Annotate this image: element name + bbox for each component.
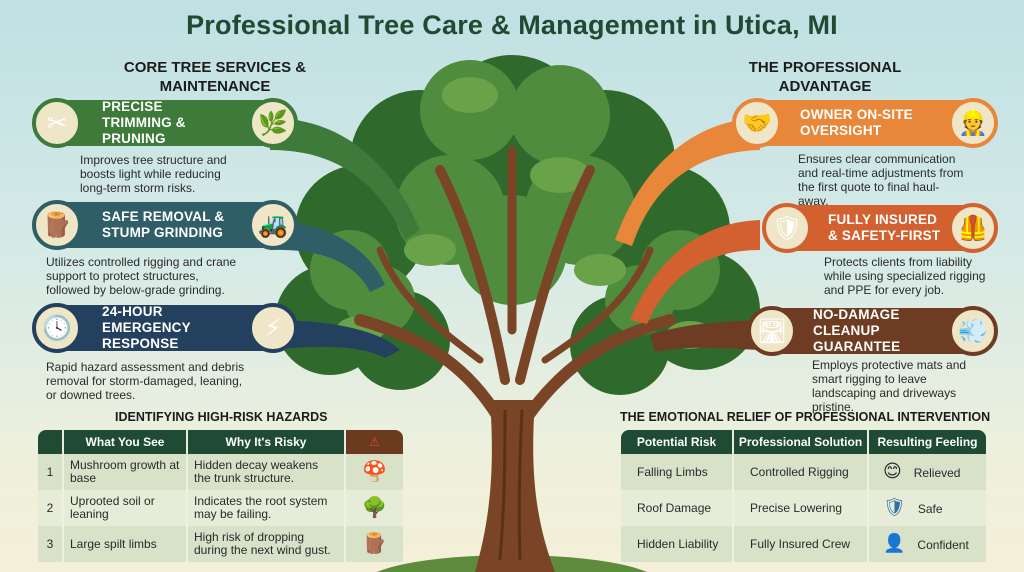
row-number: 2 [38, 490, 64, 526]
resulting-feeling: 🛡 Safe [869, 490, 986, 526]
table-row: 3 Large spilt limbs High risk of droppin… [38, 526, 403, 562]
relief-table-title: THE EMOTIONAL RELIEF OF PROFESSIONAL INT… [620, 410, 991, 424]
table-row: 1 Mushroom growth at base Hidden decay w… [38, 454, 403, 490]
table-row: Roof Damage Precise Lowering 🛡 Safe [621, 490, 986, 526]
feeling-label: Confident [917, 537, 969, 552]
what-you-see: Mushroom growth at base [64, 454, 188, 490]
split-limb-icon: 🪵 [346, 526, 403, 562]
banner-label: 24-HOUR EMERGENCY RESPONSE [102, 304, 191, 351]
relieved-face-icon: 😊 [883, 460, 902, 481]
table-row: Hidden Liability Fully Insured Crew 👤 Con… [621, 526, 986, 562]
shield-check-icon: 🛡 [762, 203, 812, 253]
stump-icon: 🪵 [32, 200, 82, 250]
banner-label: SAFE REMOVAL & STUMP GRINDING [102, 209, 225, 240]
banner-cleanup-guarantee: 🛣 NO-DAMAGE CLEANUP GUARANTEE 💨 [747, 306, 998, 356]
page-title: Professional Tree Care & Management in U… [186, 10, 838, 40]
banner-label: FULLY INSURED & SAFETY-FIRST [828, 212, 941, 243]
pruning-shears-icon: ✂ [32, 98, 82, 148]
relief-header-feeling: Resulting Feeling [869, 430, 986, 454]
banner-fully-insured: 🛡 FULLY INSURED & SAFETY-FIRST 🦺 [762, 203, 998, 253]
why-risky: High risk of dropping during the next wi… [188, 526, 346, 562]
feeling-label: Safe [917, 501, 943, 516]
potential-risk: Falling Limbs [621, 454, 734, 490]
professional-solution: Controlled Rigging [734, 454, 869, 490]
emergency-description: Rapid hazard assessment and debris remov… [46, 360, 245, 402]
resulting-feeling: 👤 Confident [869, 526, 986, 562]
why-risky: Hidden decay weakens the trunk structure… [188, 454, 346, 490]
professional-solution: Precise Lowering [734, 490, 869, 526]
banner-label: PRECISE TRIMMING & PRUNING [102, 99, 186, 146]
banner-removal-stump: 🪵 SAFE REMOVAL & STUMP GRINDING 🚜 [32, 200, 298, 250]
mushroom-icon: 🍄 [346, 454, 403, 490]
protected-driveway-icon: 🛣 [747, 306, 797, 356]
clock-icon: 🕓 [32, 303, 82, 353]
relief-header-solution: Professional Solution [734, 430, 869, 454]
bulldozer-tree-icon: 🚜 [248, 200, 298, 250]
what-you-see: Uprooted soil or leaning [64, 490, 188, 526]
relief-table: Potential Risk Professional Solution Res… [621, 430, 986, 562]
banner-trimming-pruning: ✂ PRECISE TRIMMING & PRUNING 🌿 [32, 98, 298, 148]
hard-hat-worker-icon: 👷 [948, 98, 998, 148]
banner-owner-oversight: 🤝 OWNER ON-SITE OVERSIGHT 👷 [732, 98, 998, 148]
hazards-table: What You See Why It's Risky ⚠ 1 Mushroom… [38, 430, 403, 562]
safety-harness-icon: 🦺 [948, 203, 998, 253]
leaf-blower-icon: 💨 [948, 306, 998, 356]
heart-shield-icon: 🛡 [883, 496, 906, 517]
what-you-see: Large spilt limbs [64, 526, 188, 562]
warning-icon: ⚠ [346, 430, 403, 454]
storm-fallen-tree-icon: ⚡ [248, 303, 298, 353]
professional-solution: Fully Insured Crew [734, 526, 869, 562]
why-risky: Indicates the root system may be failing… [188, 490, 346, 526]
table-row: Falling Limbs Controlled Rigging 😊 Reliev… [621, 454, 986, 490]
left-section-heading: CORE TREE SERVICES & MAINTENANCE [123, 59, 307, 95]
feeling-label: Relieved [913, 465, 961, 480]
leaning-tree-icon: 🌳 [346, 490, 403, 526]
banner-label: NO-DAMAGE CLEANUP GUARANTEE [813, 307, 901, 354]
relief-header-risk: Potential Risk [621, 430, 734, 454]
trimming-description: Improves tree structure and boosts light… [80, 153, 227, 195]
table-row: 2 Uprooted soil or leaning Indicates the… [38, 490, 403, 526]
person-icon: 👤 [883, 532, 906, 553]
cleanup-description: Employs protective mats and smart riggin… [812, 358, 967, 414]
handshake-workers-icon: 🤝 [732, 98, 782, 148]
hazards-table-title: IDENTIFYING HIGH-RISK HAZARDS [115, 410, 328, 424]
row-number: 3 [38, 526, 64, 562]
banner-emergency-response: 🕓 24-HOUR EMERGENCY RESPONSE ⚡ [32, 303, 298, 353]
resulting-feeling: 😊 Relieved [869, 454, 986, 490]
right-section-heading: THE PROFESSIONAL ADVANTAGE [748, 59, 902, 95]
branch-icon: 🌿 [248, 98, 298, 148]
insured-description: Protects clients from liability while us… [824, 255, 986, 297]
removal-description: Utilizes controlled rigging and crane su… [46, 255, 237, 297]
banner-label: OWNER ON-SITE OVERSIGHT [800, 107, 913, 138]
row-number: 1 [38, 454, 64, 490]
hazards-header-num [38, 430, 64, 454]
hazards-header-why: Why It's Risky [188, 430, 346, 454]
oversight-description: Ensures clear communication and real-tim… [798, 152, 964, 208]
hazards-header-see: What You See [64, 430, 188, 454]
potential-risk: Hidden Liability [621, 526, 734, 562]
potential-risk: Roof Damage [621, 490, 734, 526]
